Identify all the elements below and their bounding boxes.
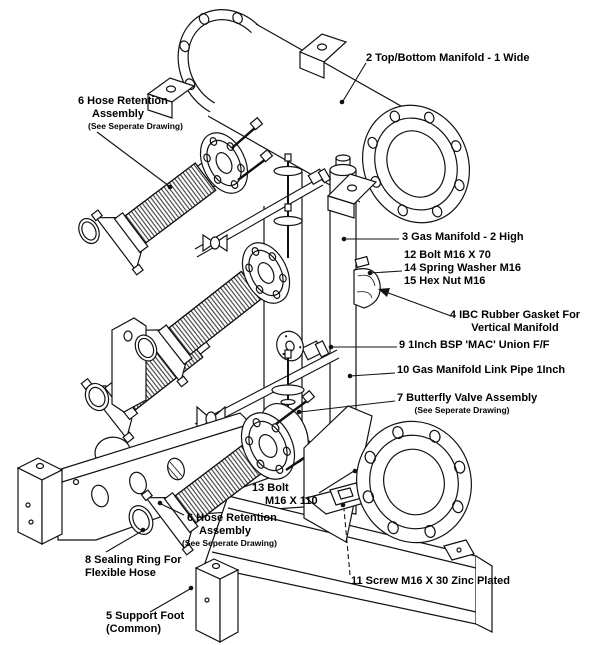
manifold-mounting-tab-left	[146, 77, 196, 119]
support-foot-left	[16, 457, 64, 545]
butterfly-valve-2	[273, 203, 303, 258]
label-top-bottom-manifold: 2 Top/Bottom Manifold - 1 Wide	[366, 52, 530, 64]
label-screw-m16x30: 11 Screw M16 X 30 Zinc Plated	[351, 575, 510, 587]
manifold-mounting-tab-top	[298, 33, 348, 79]
sealing-ring-3	[84, 382, 110, 412]
hose-assembly-3	[140, 438, 274, 556]
arrowhead	[378, 288, 390, 297]
hose-flange-2	[241, 242, 291, 304]
label-ibc-gasket: 4 IBC Rubber Gasket For Vertical Manifol…	[449, 309, 581, 334]
support-rail-rear	[203, 495, 493, 633]
leader-lines	[96, 62, 452, 613]
butterfly-valve-3	[271, 349, 305, 414]
label-support-foot: 5 Support Foot (Common)	[106, 610, 185, 635]
label-hose-retention-bottom: 6 Hose Retention Assembly (See Seperate …	[182, 512, 277, 548]
main-flange	[356, 420, 472, 544]
hose-assembly-1	[90, 155, 227, 276]
top-manifold-right-flange	[361, 104, 471, 224]
support-foot-right	[194, 558, 240, 644]
frame-bracket-left	[111, 317, 147, 413]
pipe-disc-flange	[276, 330, 304, 362]
hose-flange-3	[240, 412, 296, 480]
label-bolt-m16x110: 13 Bolt M16 X 110	[252, 482, 318, 507]
ibc-gasket-boss	[353, 255, 381, 309]
flange-bolt-rods	[231, 116, 274, 181]
sealing-ring-2	[134, 334, 158, 362]
label-gas-manifold: 3 Gas Manifold - 2 High	[402, 231, 524, 243]
wing-nut	[202, 233, 217, 253]
label-bolt-washer-nut: 12 Bolt M16 X 70 14 Spring Washer M16 15…	[404, 249, 521, 287]
butterfly-valve-1	[273, 153, 303, 208]
label-link-pipe: 10 Gas Manifold Link Pipe 1Inch	[397, 364, 566, 376]
label-sealing-ring: 8 Sealing Ring For Flexible Hose	[85, 554, 182, 579]
label-hose-retention-top: 6 Hose Retention Assembly (See Seperate …	[78, 95, 183, 131]
hose-flange-1	[199, 132, 249, 194]
label-butterfly-valve: 7 Butterfly Valve Assembly (See Seperate…	[397, 392, 538, 415]
manifold-mounting-tab-right	[326, 173, 378, 219]
label-bsp-union: 9 1Inch BSP 'MAC' Union F/F	[399, 339, 550, 351]
sealing-ring-1	[78, 217, 100, 245]
bolt-m16x70-part	[354, 255, 370, 269]
link-pipe-upper	[193, 167, 332, 258]
